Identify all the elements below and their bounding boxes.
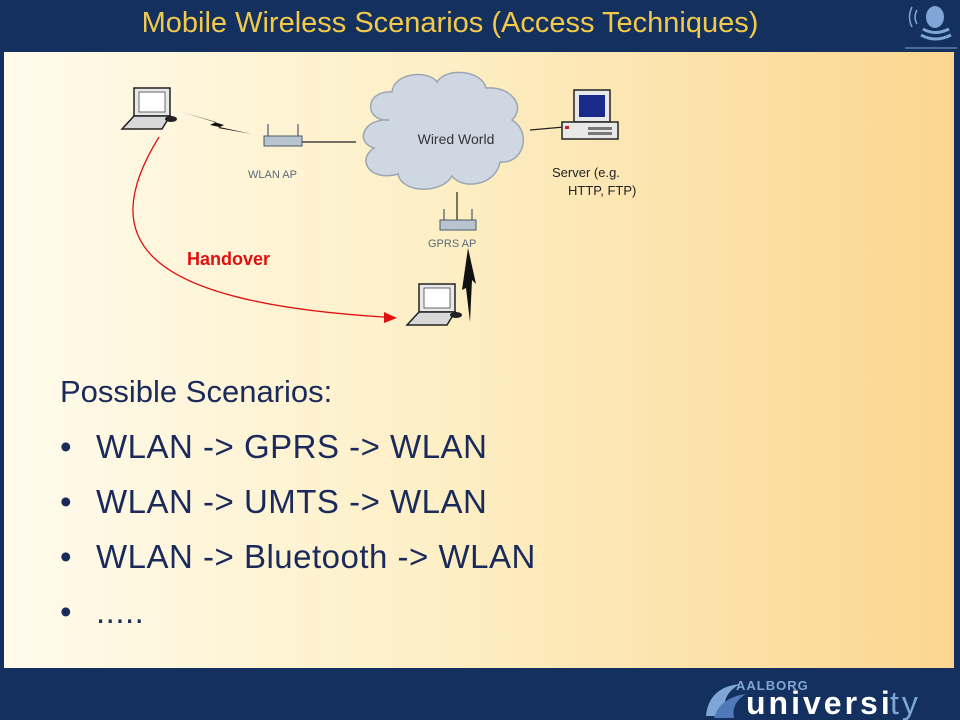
laptop-icon [405,283,462,326]
network-diagram: Wired World WLAN AP GPRS AP Server (e.g.… [120,71,636,326]
server-label-line1: Server (e.g. [552,165,620,180]
logo-swoosh-icon [706,684,740,716]
server-icon [561,89,619,140]
handover-label: Handover [187,249,270,269]
list-item: WLAN -> UMTS -> WLAN [60,483,536,538]
wlan-ap-icon [263,124,303,147]
handover-arrow [132,136,385,318]
slide-title: Mobile Wireless Scenarios (Access Techni… [141,7,759,39]
scenarios-heading: Possible Scenarios: [60,374,333,409]
aalborg-university-logo: AALBORG universi ty [706,678,921,720]
scenario-list: WLAN -> GPRS -> WLAN WLAN -> UMTS -> WLA… [60,428,536,648]
wlan-ap-label: WLAN AP [248,169,297,181]
logo-main-text: universi [746,685,893,720]
server-link [529,126,565,131]
slide-content: Wired World WLAN AP GPRS AP Server (e.g.… [4,52,954,668]
logo-top-text: AALBORG [736,678,809,693]
footer-bar [0,672,960,720]
logo-tail-text: ty [890,685,921,720]
list-item: WLAN -> GPRS -> WLAN [60,428,536,483]
title-bar: Mobile Wireless Scenarios (Access Techni… [0,0,960,50]
wired-world-cloud: Wired World [362,71,524,190]
server-label-line2: HTTP, FTP) [568,183,636,198]
list-item: WLAN -> Bluetooth -> WLAN [60,538,536,593]
handover-arrowhead [384,312,397,323]
cloud-label: Wired World [418,131,495,147]
laptop-icon [120,87,177,130]
list-item: ..... [60,593,536,648]
gprs-ap-icon [439,209,477,231]
wireless-signal-icon [182,112,252,134]
wireless-signal-icon [462,248,476,322]
globe-logo-icon [905,6,957,49]
gprs-ap-label: GPRS AP [428,238,476,250]
